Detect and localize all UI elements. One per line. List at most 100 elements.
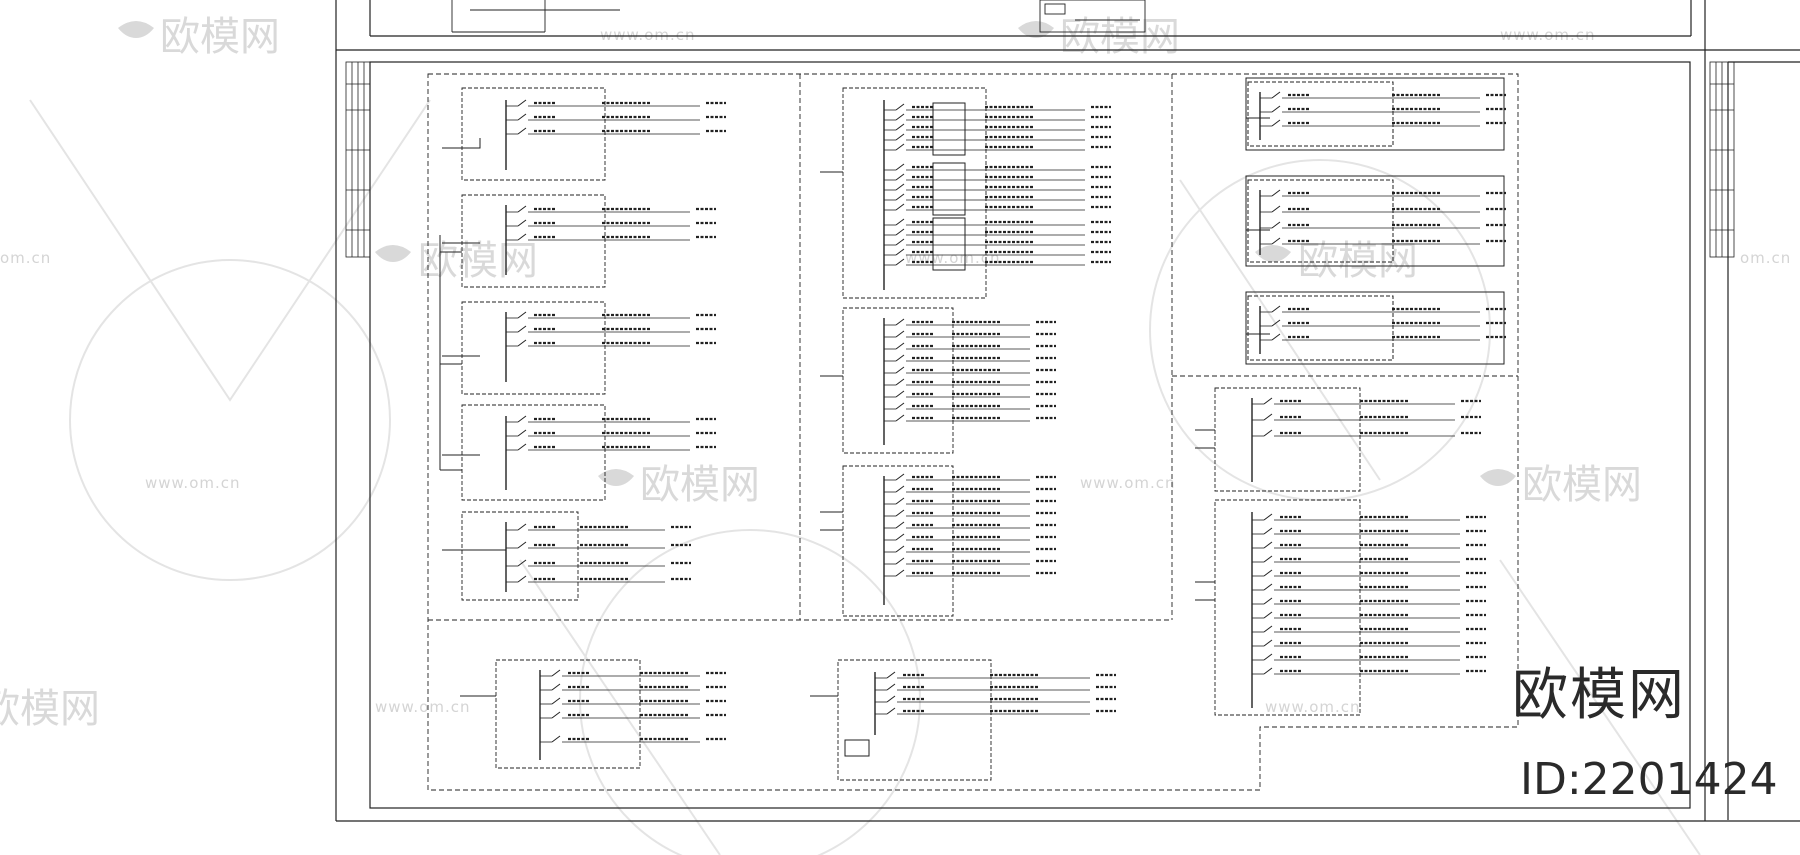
- watermark-url-fragment: om.cn: [1740, 249, 1791, 267]
- circuit-wire: [517, 541, 527, 549]
- circuit-wire: [517, 443, 527, 451]
- circuit-wire: [886, 671, 896, 679]
- sheet-frames: [335, 0, 1800, 822]
- circuit-wire: [895, 342, 905, 350]
- circuit-wire: [551, 735, 561, 743]
- title-strip-left: [345, 61, 371, 258]
- title-strip-right: [1709, 61, 1735, 258]
- circuit-wire: [895, 203, 905, 211]
- circuit-wire: [895, 545, 905, 553]
- circuit-wire: [895, 228, 905, 236]
- watermark-brand: 欧模网: [1298, 238, 1418, 284]
- circuit-wire: [517, 233, 527, 241]
- circuit-wire: [895, 521, 905, 529]
- circuit-wire: [517, 415, 527, 423]
- circuit-wire: [517, 127, 527, 135]
- stamp-brand-text: 欧模网: [1512, 663, 1686, 728]
- outgoing-circuits: [506, 91, 1506, 743]
- circuit-wire: [886, 683, 896, 691]
- circuit-wire: [895, 183, 905, 191]
- circuit-wire: [895, 485, 905, 493]
- circuit-wire: [1263, 555, 1273, 563]
- circuit-wire: [1263, 527, 1273, 535]
- watermark-url: www.om.cn: [1080, 474, 1176, 492]
- circuit-wire: [1271, 319, 1281, 327]
- watermark-layer: 欧模网 欧模网 欧模网 欧模网 欧模网 欧模网 欧模网 www.om.cn ww…: [0, 14, 1791, 855]
- circuit-wire: [886, 695, 896, 703]
- circuit-wire: [517, 219, 527, 227]
- circuit-wire: [895, 402, 905, 410]
- circuit-wire: [517, 311, 527, 319]
- circuit-wire: [895, 378, 905, 386]
- circuit-wire: [551, 711, 561, 719]
- circuit-wire: [895, 497, 905, 505]
- circuit-wire: [895, 366, 905, 374]
- watermark-url: www.om.cn: [905, 249, 1001, 267]
- circuit-wire: [517, 99, 527, 107]
- circuit-wire: [1263, 639, 1273, 647]
- circuit-wire: [1271, 221, 1281, 229]
- circuit-wire: [1263, 541, 1273, 549]
- watermark-url: www.om.cn: [1265, 698, 1361, 716]
- circuit-wire: [517, 205, 527, 213]
- circuit-wire: [895, 133, 905, 141]
- watermark-brand: 欧模网: [640, 462, 760, 508]
- circuit-wire: [895, 193, 905, 201]
- circuit-wire: [1263, 667, 1273, 675]
- circuit-wire: [1271, 333, 1281, 341]
- circuit-wire: [895, 318, 905, 326]
- circuit-wire: [1271, 305, 1281, 313]
- circuit-wire: [895, 473, 905, 481]
- circuit-wire: [1263, 513, 1273, 521]
- circuit-wire: [895, 330, 905, 338]
- circuit-wire: [1271, 91, 1281, 99]
- watermark-url: www.om.cn: [600, 26, 696, 44]
- circuit-wire: [517, 339, 527, 347]
- circuit-wire: [517, 113, 527, 121]
- watermark-brand: 欧模网: [1060, 14, 1180, 60]
- circuit-wire: [517, 575, 527, 583]
- circuit-wire: [895, 163, 905, 171]
- watermark-brand: 欧模网: [160, 14, 280, 60]
- circuit-wire: [1263, 583, 1273, 591]
- circuit-wire: [1263, 569, 1273, 577]
- watermark-logo-icon: [118, 21, 1516, 486]
- circuit-wire: [1271, 205, 1281, 213]
- watermark-url: www.om.cn: [1500, 26, 1596, 44]
- circuit-wire: [895, 354, 905, 362]
- watermark-url: www.om.cn: [375, 698, 471, 716]
- circuit-wire: [1271, 237, 1281, 245]
- watermark-url: www.om.cn: [145, 474, 241, 492]
- circuit-wire: [1263, 413, 1273, 421]
- circuit-wire: [895, 248, 905, 256]
- circuit-wire: [886, 707, 896, 715]
- circuit-wire: [895, 533, 905, 541]
- incoming-feeders: [439, 117, 1270, 697]
- circuit-wire: [517, 559, 527, 567]
- circuit-wire: [895, 509, 905, 517]
- circuit-wire: [895, 143, 905, 151]
- circuit-wire: [895, 390, 905, 398]
- circuit-wire: [895, 414, 905, 422]
- circuit-wire: [1263, 625, 1273, 633]
- circuit-wire: [895, 218, 905, 226]
- circuit-wire: [1263, 597, 1273, 605]
- circuit-wire: [895, 113, 905, 121]
- circuit-wire: [1271, 105, 1281, 113]
- circuit-wire: [895, 238, 905, 246]
- circuit-wire: [517, 523, 527, 531]
- circuit-wire: [551, 697, 561, 705]
- busbars: [505, 92, 1261, 760]
- circuit-wire: [1263, 611, 1273, 619]
- circuit-wire: [517, 429, 527, 437]
- circuit-wire: [895, 557, 905, 565]
- circuit-wire: [1263, 397, 1273, 405]
- panel-boxes-solid: [844, 77, 1505, 757]
- circuit-wire: [895, 173, 905, 181]
- circuit-wire: [1271, 119, 1281, 127]
- circuit-wire: [895, 258, 905, 266]
- circuit-wire: [551, 669, 561, 677]
- watermark-brand: 欧模网: [1522, 462, 1642, 508]
- dashed-zones: [427, 73, 1519, 791]
